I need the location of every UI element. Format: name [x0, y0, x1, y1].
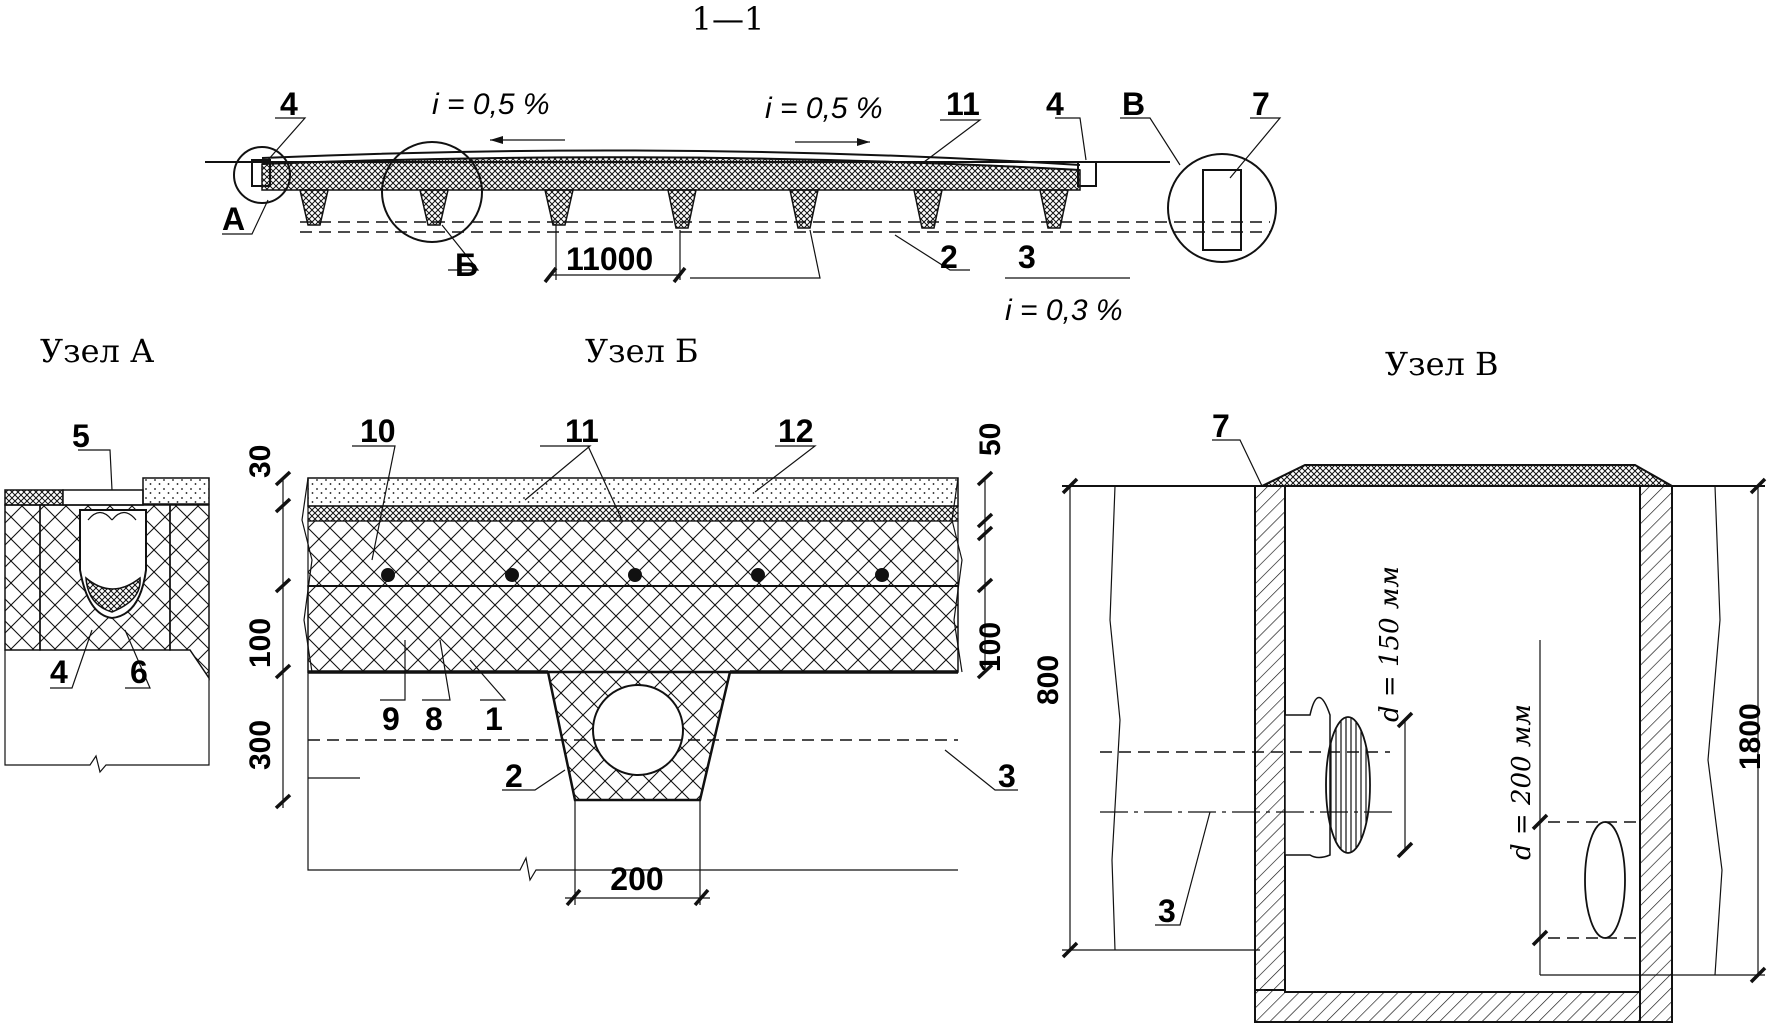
node-v-pipe-150	[1325, 716, 1371, 854]
node-b-base-layer	[307, 585, 959, 673]
node-v-well-wall-left	[1254, 485, 1286, 991]
node-v-label-3: 3	[1158, 893, 1176, 929]
node-v-dim-1800: 1800	[1734, 703, 1767, 770]
node-b-dim-30: 30	[244, 445, 277, 478]
overview-label-a: А	[222, 201, 245, 237]
overview-label-2: 2	[940, 239, 958, 275]
node-a-label-6: 6	[130, 654, 148, 690]
node-b-dim-100-right: 100	[974, 622, 1007, 672]
overview-label-11: 11	[946, 86, 980, 122]
node-a-title: Узел А	[40, 332, 154, 370]
overview-label-v: В	[1122, 86, 1145, 122]
node-a: Узел А 5 4 6	[4, 332, 210, 774]
section-title: 1—1	[692, 0, 765, 38]
node-v-d150-label: d = 150 мм	[1375, 566, 1405, 722]
node-b-top-layer	[307, 477, 959, 507]
node-b-label-10: 10	[360, 413, 396, 449]
node-b-title: Узел Б	[585, 332, 699, 370]
overview-section: i = 0,5 % i = 0,5 % i = 0,3 % 11000 4 4 …	[205, 86, 1282, 327]
overview-label-7: 7	[1252, 86, 1270, 122]
node-a-label-4: 4	[50, 654, 68, 690]
node-b-label-1: 1	[485, 701, 503, 737]
overview-label-b: Б	[455, 247, 478, 283]
node-b-dim-100-left: 100	[244, 618, 277, 668]
node-v-dim-800: 800	[1032, 655, 1065, 705]
node-v: Узел В 800 1800	[1032, 345, 1767, 1023]
node-b: Узел Б 200	[244, 332, 1018, 907]
slope-left-label: i = 0,5 %	[432, 88, 550, 121]
dim-11000-label: 11000	[566, 241, 653, 277]
node-v-well-bottom	[1254, 989, 1641, 1023]
overview-node-v-circle	[1167, 153, 1277, 263]
node-v-d200-label: d = 200 мм	[1507, 704, 1537, 860]
overview-node-a-circle	[233, 146, 291, 204]
overview-label-3: 3	[1018, 239, 1036, 275]
node-b-label-9: 9	[382, 701, 400, 737]
node-b-drain-pipe	[592, 684, 684, 776]
node-b-label-12: 12	[778, 413, 814, 449]
node-v-title: Узел В	[1385, 345, 1499, 383]
overview-label-4-left: 4	[280, 86, 298, 122]
overview-slab-body	[261, 156, 1081, 191]
node-b-label-3: 3	[998, 758, 1016, 794]
node-v-well-wall-right	[1639, 485, 1673, 1023]
node-b-dim-200: 200	[610, 861, 663, 897]
node-b-label-8: 8	[425, 701, 443, 737]
slope-right-label: i = 0,5 %	[765, 92, 883, 125]
overview-label-4-right: 4	[1046, 86, 1064, 122]
node-b-label-2: 2	[505, 758, 523, 794]
node-a-label-5: 5	[72, 418, 90, 454]
node-b-dim-300: 300	[244, 720, 277, 770]
overview-well	[1202, 169, 1242, 251]
node-b-dim-50: 50	[974, 423, 1007, 456]
slope-bottom-label: i = 0,3 %	[1005, 294, 1123, 327]
node-v-lid	[1261, 464, 1673, 487]
node-b-label-11: 11	[565, 413, 599, 449]
node-v-pipe-200	[1584, 821, 1626, 939]
node-v-label-7: 7	[1212, 408, 1230, 444]
overview-node-b-circle	[381, 141, 483, 243]
overview-slab-top	[261, 149, 1081, 166]
